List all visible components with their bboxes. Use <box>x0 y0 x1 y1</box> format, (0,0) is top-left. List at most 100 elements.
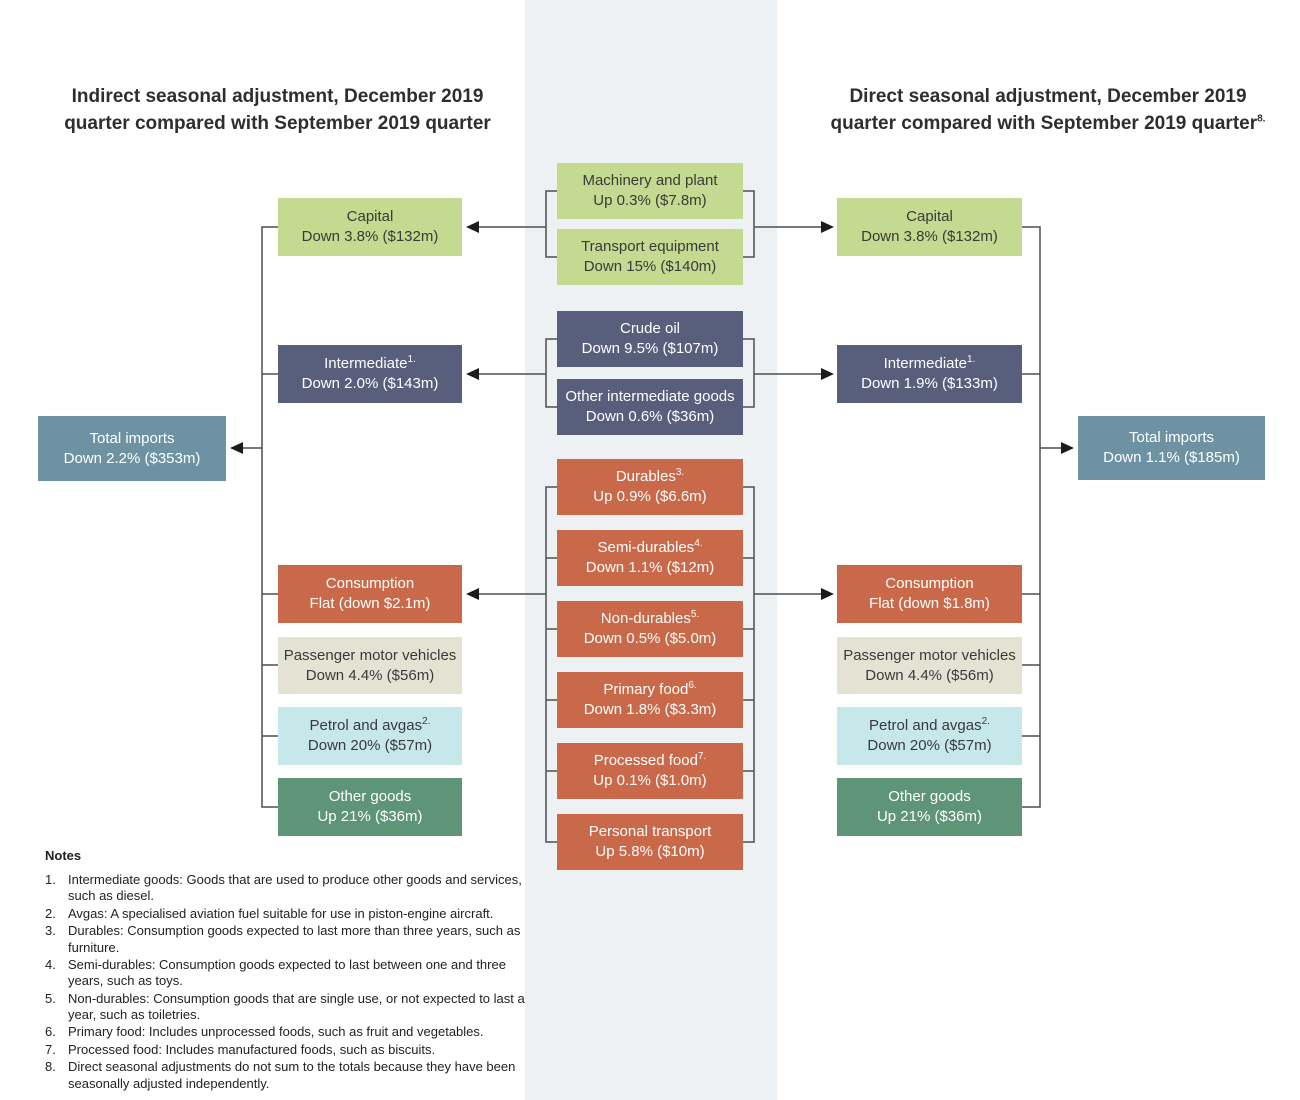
box-label: Petrol and avgas2. <box>309 716 431 735</box>
arrowhead-right-consumption <box>821 588 834 600</box>
box-other-goods-left: Other goods Up 21% ($36m) <box>278 778 462 836</box>
notes-section: Notes 1. Intermediate goods: Goods that … <box>45 848 537 1093</box>
box-value: Down 0.6% ($36m) <box>585 408 715 425</box>
box-transport-equipment: Transport equipment Down 15% ($140m) <box>557 229 743 285</box>
box-label: Other intermediate goods <box>565 388 735 406</box>
box-petrol-avgas-right: Petrol and avgas2. Down 20% ($57m) <box>837 707 1022 765</box>
note-item-3: 3. Durables: Consumption goods expected … <box>45 923 537 956</box>
note-item-8: 8. Direct seasonal adjustments do not su… <box>45 1059 537 1092</box>
box-value: Down 2.2% ($353m) <box>63 449 201 467</box>
bracket-left-to-total <box>230 226 278 808</box>
box-primary-food: Primary food6. Down 1.8% ($3.3m) <box>557 672 743 728</box>
box-value: Down 1.9% ($133m) <box>861 375 998 392</box>
box-value: Up 5.8% ($10m) <box>595 843 705 860</box>
box-crude-oil: Crude oil Down 9.5% ($107m) <box>557 311 743 367</box>
note-text: Primary food: Includes unprocessed foods… <box>68 1024 484 1040</box>
note-text: Processed food: Includes manufactured fo… <box>68 1041 436 1057</box>
box-machinery-and-plant: Machinery and plant Up 0.3% ($7.8m) <box>557 163 743 219</box>
box-value: Down 20% ($57m) <box>867 737 992 754</box>
note-item-2: 2. Avgas: A specialised aviation fuel su… <box>45 906 537 922</box>
box-passenger-motor-vehicles-left: Passenger motor vehicles Down 4.4% ($56m… <box>278 637 462 694</box>
box-total-imports-left: Total imports Down 2.2% ($353m) <box>38 416 226 481</box>
box-value: Down 9.5% ($107m) <box>581 340 719 357</box>
box-total-imports-right: Total imports Down 1.1% ($185m) <box>1078 416 1265 480</box>
note-text: Semi-durables: Consumption goods expecte… <box>68 956 506 989</box>
bracket-right-to-total <box>1022 226 1074 808</box>
box-intermediate-left: Intermediate1. Down 2.0% ($143m) <box>278 345 462 403</box>
note-number: 1. <box>45 872 56 887</box>
box-value: Down 1.1% ($185m) <box>1103 449 1240 466</box>
box-value: Up 0.9% ($6.6m) <box>593 488 707 505</box>
left-title-line2: quarter compared with September 2019 qua… <box>64 112 491 134</box>
box-label: Durables3. <box>615 467 685 486</box>
note-number: 6. <box>45 1024 56 1040</box>
right-title-line2: quarter compared with September 2019 qua… <box>830 112 1266 134</box>
box-durables: Durables3. Up 0.9% ($6.6m) <box>557 459 743 515</box>
box-processed-food: Processed food7. Up 0.1% ($1.0m) <box>557 743 743 799</box>
box-label: Semi-durables4. <box>597 538 703 557</box>
box-consumption-right: Consumption Flat (down $1.8m) <box>837 565 1022 623</box>
right-title-sup: 8. <box>1257 113 1266 125</box>
box-label: Intermediate1. <box>324 354 416 373</box>
box-value: Down 4.4% ($56m) <box>305 666 435 684</box>
note-text: Non-durables: Consumption goods that are… <box>68 990 525 1022</box>
note-number: 4. <box>45 956 56 972</box>
note-number: 7. <box>45 1041 56 1057</box>
box-value: Down 1.8% ($3.3m) <box>583 701 717 718</box>
note-text: Durables: Consumption goods expected to … <box>68 923 521 955</box>
arrowhead-right-total-imports <box>1061 442 1074 454</box>
box-value: Up 0.1% ($1.0m) <box>593 772 707 789</box>
arrowhead-right-intermediate <box>821 368 834 380</box>
box-label: Crude oil <box>619 320 681 338</box>
box-value: Up 21% ($36m) <box>876 808 983 825</box>
box-value: Up 21% ($36m) <box>317 808 423 825</box>
box-value: Down 15% ($140m) <box>583 258 717 275</box>
box-label: Non-durables5. <box>600 609 700 628</box>
note-text: Avgas: A specialised aviation fuel suita… <box>68 905 494 921</box>
right-title-line1: Direct seasonal adjustment, December 201… <box>849 86 1247 107</box>
box-value: Down 3.8% ($132m) <box>861 228 998 245</box>
box-label: Total imports <box>1128 429 1215 447</box>
box-intermediate-right: Intermediate1. Down 1.9% ($133m) <box>837 345 1022 403</box>
note-number: 5. <box>45 990 56 1006</box>
note-item-5: 5. Non-durables: Consumption goods that … <box>45 991 537 1024</box>
note-item-1: 1. Intermediate goods: Goods that are us… <box>45 872 537 905</box>
arrowhead-left-capital <box>466 221 479 233</box>
box-personal-transport: Personal transport Up 5.8% ($10m) <box>557 814 743 870</box>
bracket-center-to-left <box>466 190 557 843</box>
note-text: Direct seasonal adjustments do not sum t… <box>68 1059 516 1091</box>
box-label: Transport equipment <box>581 238 719 256</box>
note-number: 3. <box>45 923 56 939</box>
box-non-durables: Non-durables5. Down 0.5% ($5.0m) <box>557 601 743 657</box>
box-label: Machinery and plant <box>582 172 718 190</box>
note-number: 8. <box>45 1059 56 1075</box>
box-petrol-avgas-left: Petrol and avgas2. Down 20% ($57m) <box>278 707 462 765</box>
notes-heading: Notes <box>45 848 82 863</box>
note-item-4: 4. Semi-durables: Consumption goods expe… <box>45 957 537 990</box>
box-label: Capital <box>906 208 953 226</box>
box-value: Down 2.0% ($143m) <box>301 375 439 392</box>
box-value: Down 0.5% ($5.0m) <box>583 630 717 647</box>
box-label: Personal transport <box>588 823 712 841</box>
note-text: Intermediate goods: Goods that are used … <box>68 872 522 904</box>
arrowhead-right-capital <box>821 221 834 233</box>
box-label: Consumption <box>325 575 415 593</box>
box-label: Passenger motor vehicles <box>843 646 1016 664</box>
note-item-7: 7. Processed food: Includes manufactured… <box>45 1042 537 1058</box>
box-label: Other goods <box>328 788 412 806</box>
box-label: Capital <box>346 208 394 226</box>
arrowhead-left-total-imports <box>230 442 243 454</box>
note-item-6: 6. Primary food: Includes unprocessed fo… <box>45 1024 537 1040</box>
box-label: Petrol and avgas2. <box>869 716 990 735</box>
box-other-intermediate-goods: Other intermediate goods Down 0.6% ($36m… <box>557 379 743 435</box>
box-value: Down 4.4% ($56m) <box>865 666 994 684</box>
box-label: Total imports <box>89 429 175 447</box>
box-consumption-left: Consumption Flat (down $2.1m) <box>278 565 462 623</box>
box-other-goods-right: Other goods Up 21% ($36m) <box>837 778 1022 836</box>
bracket-center-to-right <box>743 190 834 843</box>
box-capital-right: Capital Down 3.8% ($132m) <box>837 198 1022 256</box>
note-number: 2. <box>45 905 56 921</box>
box-value: Down 1.1% ($12m) <box>585 559 715 576</box>
